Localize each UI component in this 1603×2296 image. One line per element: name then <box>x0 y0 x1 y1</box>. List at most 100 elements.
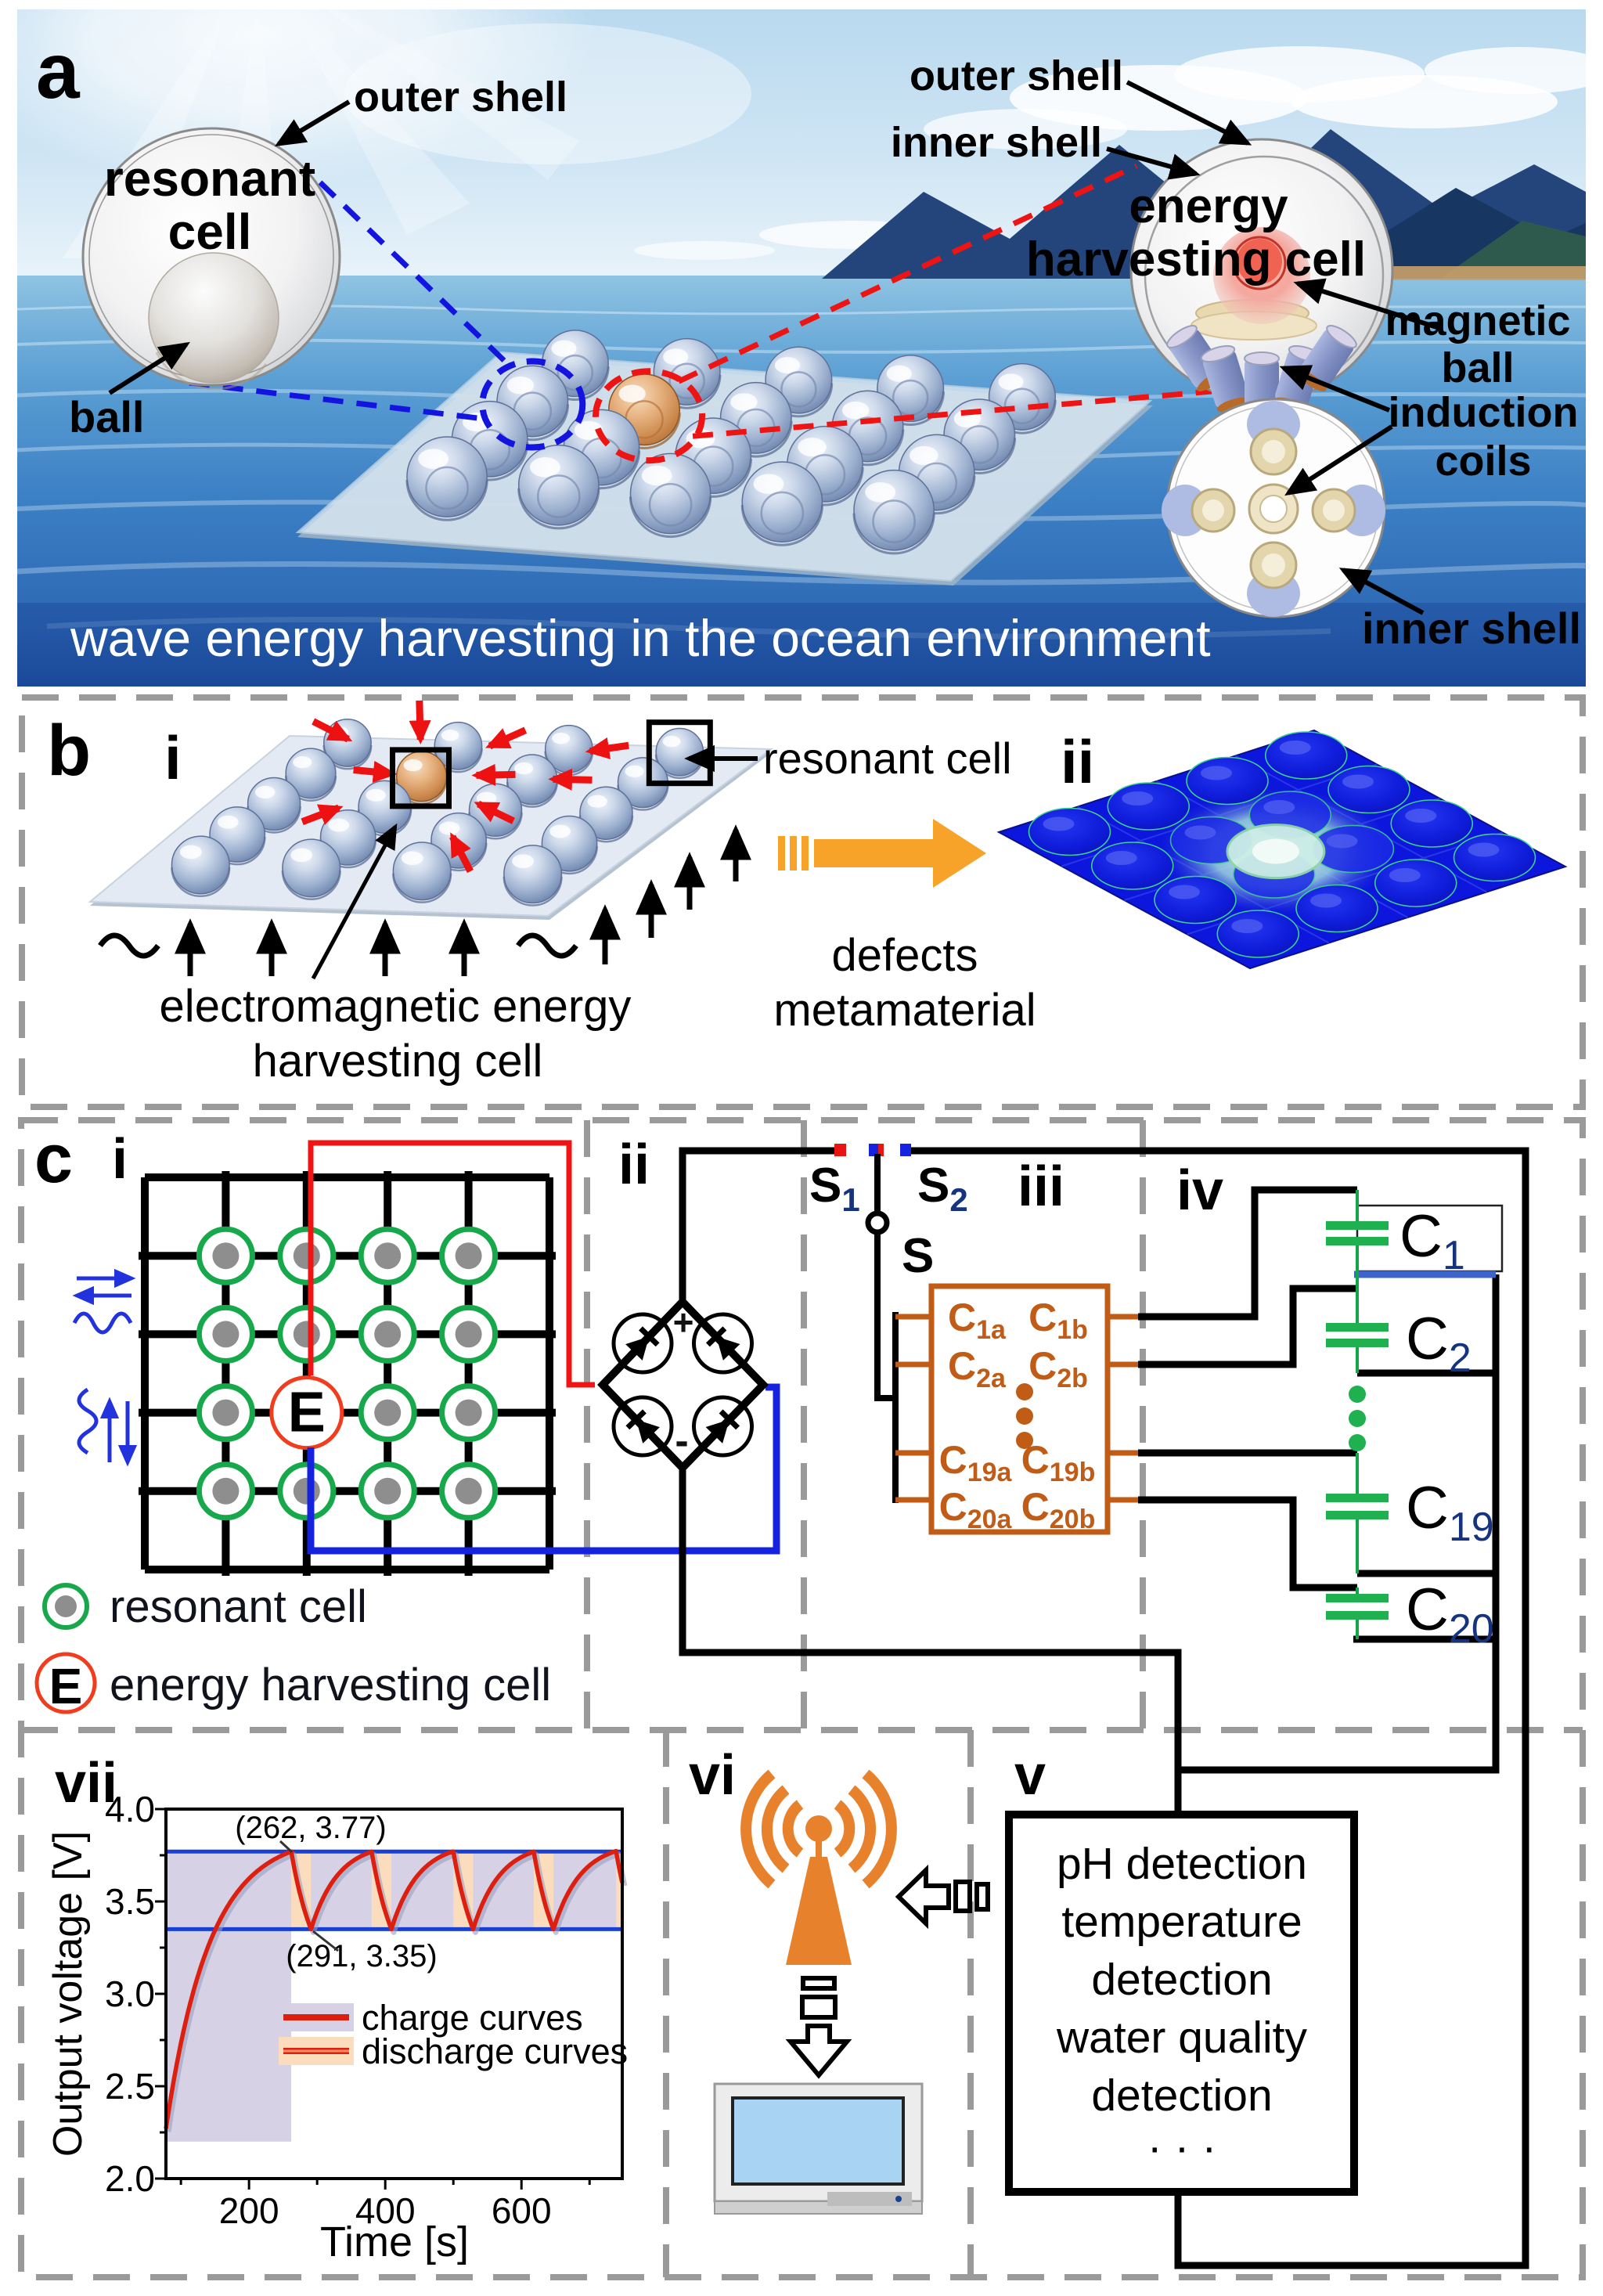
inner-shell-bottom-arrow <box>1338 568 1425 615</box>
induction-coils-arrow-2 <box>1284 424 1393 496</box>
panel-b: b i resonant cell electromagnetic energy… <box>19 694 1586 1110</box>
resonant-cell-node <box>196 1462 255 1521</box>
surface-dome <box>1216 910 1300 958</box>
resonant-sphere <box>629 452 712 539</box>
resonant-cell-label: resonant cell <box>763 733 1012 783</box>
wire-right-bus <box>906 1147 1529 2269</box>
contact-s2 <box>900 1144 911 1156</box>
monitor-screen <box>731 2096 905 2186</box>
relay-label-c20b: C20b <box>1021 1485 1096 1534</box>
panel-c-border <box>18 1117 1586 2280</box>
coupling-arrow <box>474 800 515 824</box>
energy-cell-title-1: energy <box>1129 179 1288 233</box>
panel-c-sub-iii: iii <box>1018 1155 1064 1218</box>
resonant-cell-node <box>277 1304 337 1364</box>
resonant-sphere <box>740 461 823 546</box>
surface-dome <box>1453 833 1536 882</box>
monitor-icon <box>713 2082 924 2215</box>
metamaterial-grid: E <box>139 1171 556 1576</box>
coupling-arrows <box>301 700 629 874</box>
surface-dome <box>1186 756 1269 806</box>
inner-shell-bottom-label: inner shell <box>1362 604 1581 653</box>
induction-coils-label-1: induction <box>1389 389 1579 436</box>
left-callout-labels: outer shell ball <box>69 74 567 442</box>
legend-discharge-label: discharge curves <box>362 2031 628 2071</box>
cap-label-c20: C20 <box>1406 1577 1494 1652</box>
panel-c-sub-vii: vii <box>55 1752 117 1815</box>
energy-harvesting-cell: E <box>269 1375 344 1451</box>
relay-label-c2b: C2b <box>1028 1344 1088 1393</box>
emag-label-1: electromagnetic energy <box>160 981 632 1032</box>
relay-labels: C1a C1b C2a C2b C19a C19b C20a C20b <box>939 1296 1096 1534</box>
x-tick-label: 400 <box>355 2190 416 2231</box>
magnetic-ball-label-2: ball <box>1441 344 1514 391</box>
wave-squiggle <box>98 932 160 959</box>
relay-stubs <box>895 1314 1138 1503</box>
resonant-sphere <box>284 748 337 802</box>
wire-bridge-top <box>679 1147 839 1299</box>
induction-coils-arrow-1 <box>1279 365 1391 413</box>
panel-c-sub-i: i <box>112 1128 128 1191</box>
sensor-line-4: water quality <box>1056 2013 1307 2063</box>
switch-pole-bottom <box>874 1232 895 1401</box>
relay-label-c1b: C1b <box>1028 1296 1088 1345</box>
cell-E-letter: E <box>288 1382 326 1444</box>
energy-cell-callout: energy harvesting cell <box>1026 138 1394 417</box>
coupling-arrow <box>312 718 353 743</box>
grid-legend: resonant cell E energy harvesting cell <box>34 1581 551 1714</box>
magnetic-ball-arrow <box>1293 278 1443 331</box>
blue-dash-ellipse <box>479 358 586 451</box>
cap-node-wires <box>1138 1186 1496 1643</box>
surface-dome <box>1154 875 1237 925</box>
red-dash-ellipse <box>593 368 706 464</box>
resonant-cell-node <box>358 1462 417 1521</box>
chart-annotation-trough: (291, 3.35) <box>286 1939 437 1973</box>
panel-b-sub-ii: ii <box>1061 727 1094 796</box>
panel-c: c i ii iii iv v vi vii E resonant cell E… <box>18 1117 1586 2280</box>
switch-s: S1 S2 S <box>809 1144 968 1503</box>
wave-squiggle-icon <box>72 1311 133 1335</box>
red-dash-line-1 <box>677 163 1138 384</box>
sea-foreground <box>17 603 1586 687</box>
surface-dome <box>1107 782 1191 831</box>
ball-label: ball <box>69 392 144 442</box>
cap-label-c19: C19 <box>1406 1475 1494 1550</box>
schematic-sphere-array <box>171 719 704 907</box>
panel-a: resonant cell outer shell ball <box>0 0 1603 687</box>
diode <box>692 1395 754 1458</box>
panel-a-caption: wave energy harvesting in the ocean envi… <box>70 609 1211 667</box>
resonant-cell-callout: resonant cell <box>81 127 341 391</box>
coupling-arrow <box>485 726 528 750</box>
resonant-cell-node <box>277 1462 337 1521</box>
harvesting-cell-box <box>389 747 452 809</box>
inner-shell-top-label: inner shell <box>891 119 1102 166</box>
wave-direction-icons <box>72 1268 138 1467</box>
wire-c20b <box>1138 1496 1357 1591</box>
resonant-cell-node <box>358 1383 417 1443</box>
resonant-sphere <box>281 838 341 900</box>
defects-metamaterial-surface <box>996 729 1568 970</box>
resonant-cell-node <box>196 1383 255 1443</box>
resonant-cell-title-1: resonant <box>104 150 315 207</box>
signal-arrow-icon <box>895 1864 990 1930</box>
coupling-arrow <box>548 768 593 791</box>
defects-label-1: defects <box>832 930 978 981</box>
panel-c-sub-ii: ii <box>618 1134 650 1196</box>
wave-squiggle <box>516 932 578 959</box>
blue-dash-line-1 <box>318 180 513 369</box>
download-arrow-icon <box>785 1976 852 2079</box>
surface-dome <box>1374 859 1457 907</box>
sensor-line-5: detection <box>1091 2071 1272 2121</box>
resonant-cell-node <box>358 1226 417 1285</box>
harvesting-cell-arrow <box>311 823 398 980</box>
panel-c-sub-vi: vi <box>689 1744 736 1807</box>
coupling-arrow <box>449 832 474 874</box>
vertical-squiggle-icon <box>77 1387 99 1455</box>
cap-label-c2: C2 <box>1406 1306 1472 1381</box>
relay-label-c19a: C19a <box>939 1438 1013 1487</box>
diode <box>692 1312 754 1375</box>
grid-lines <box>139 1171 556 1576</box>
callout-links <box>189 163 1212 464</box>
panel-b-label: b <box>47 711 91 791</box>
